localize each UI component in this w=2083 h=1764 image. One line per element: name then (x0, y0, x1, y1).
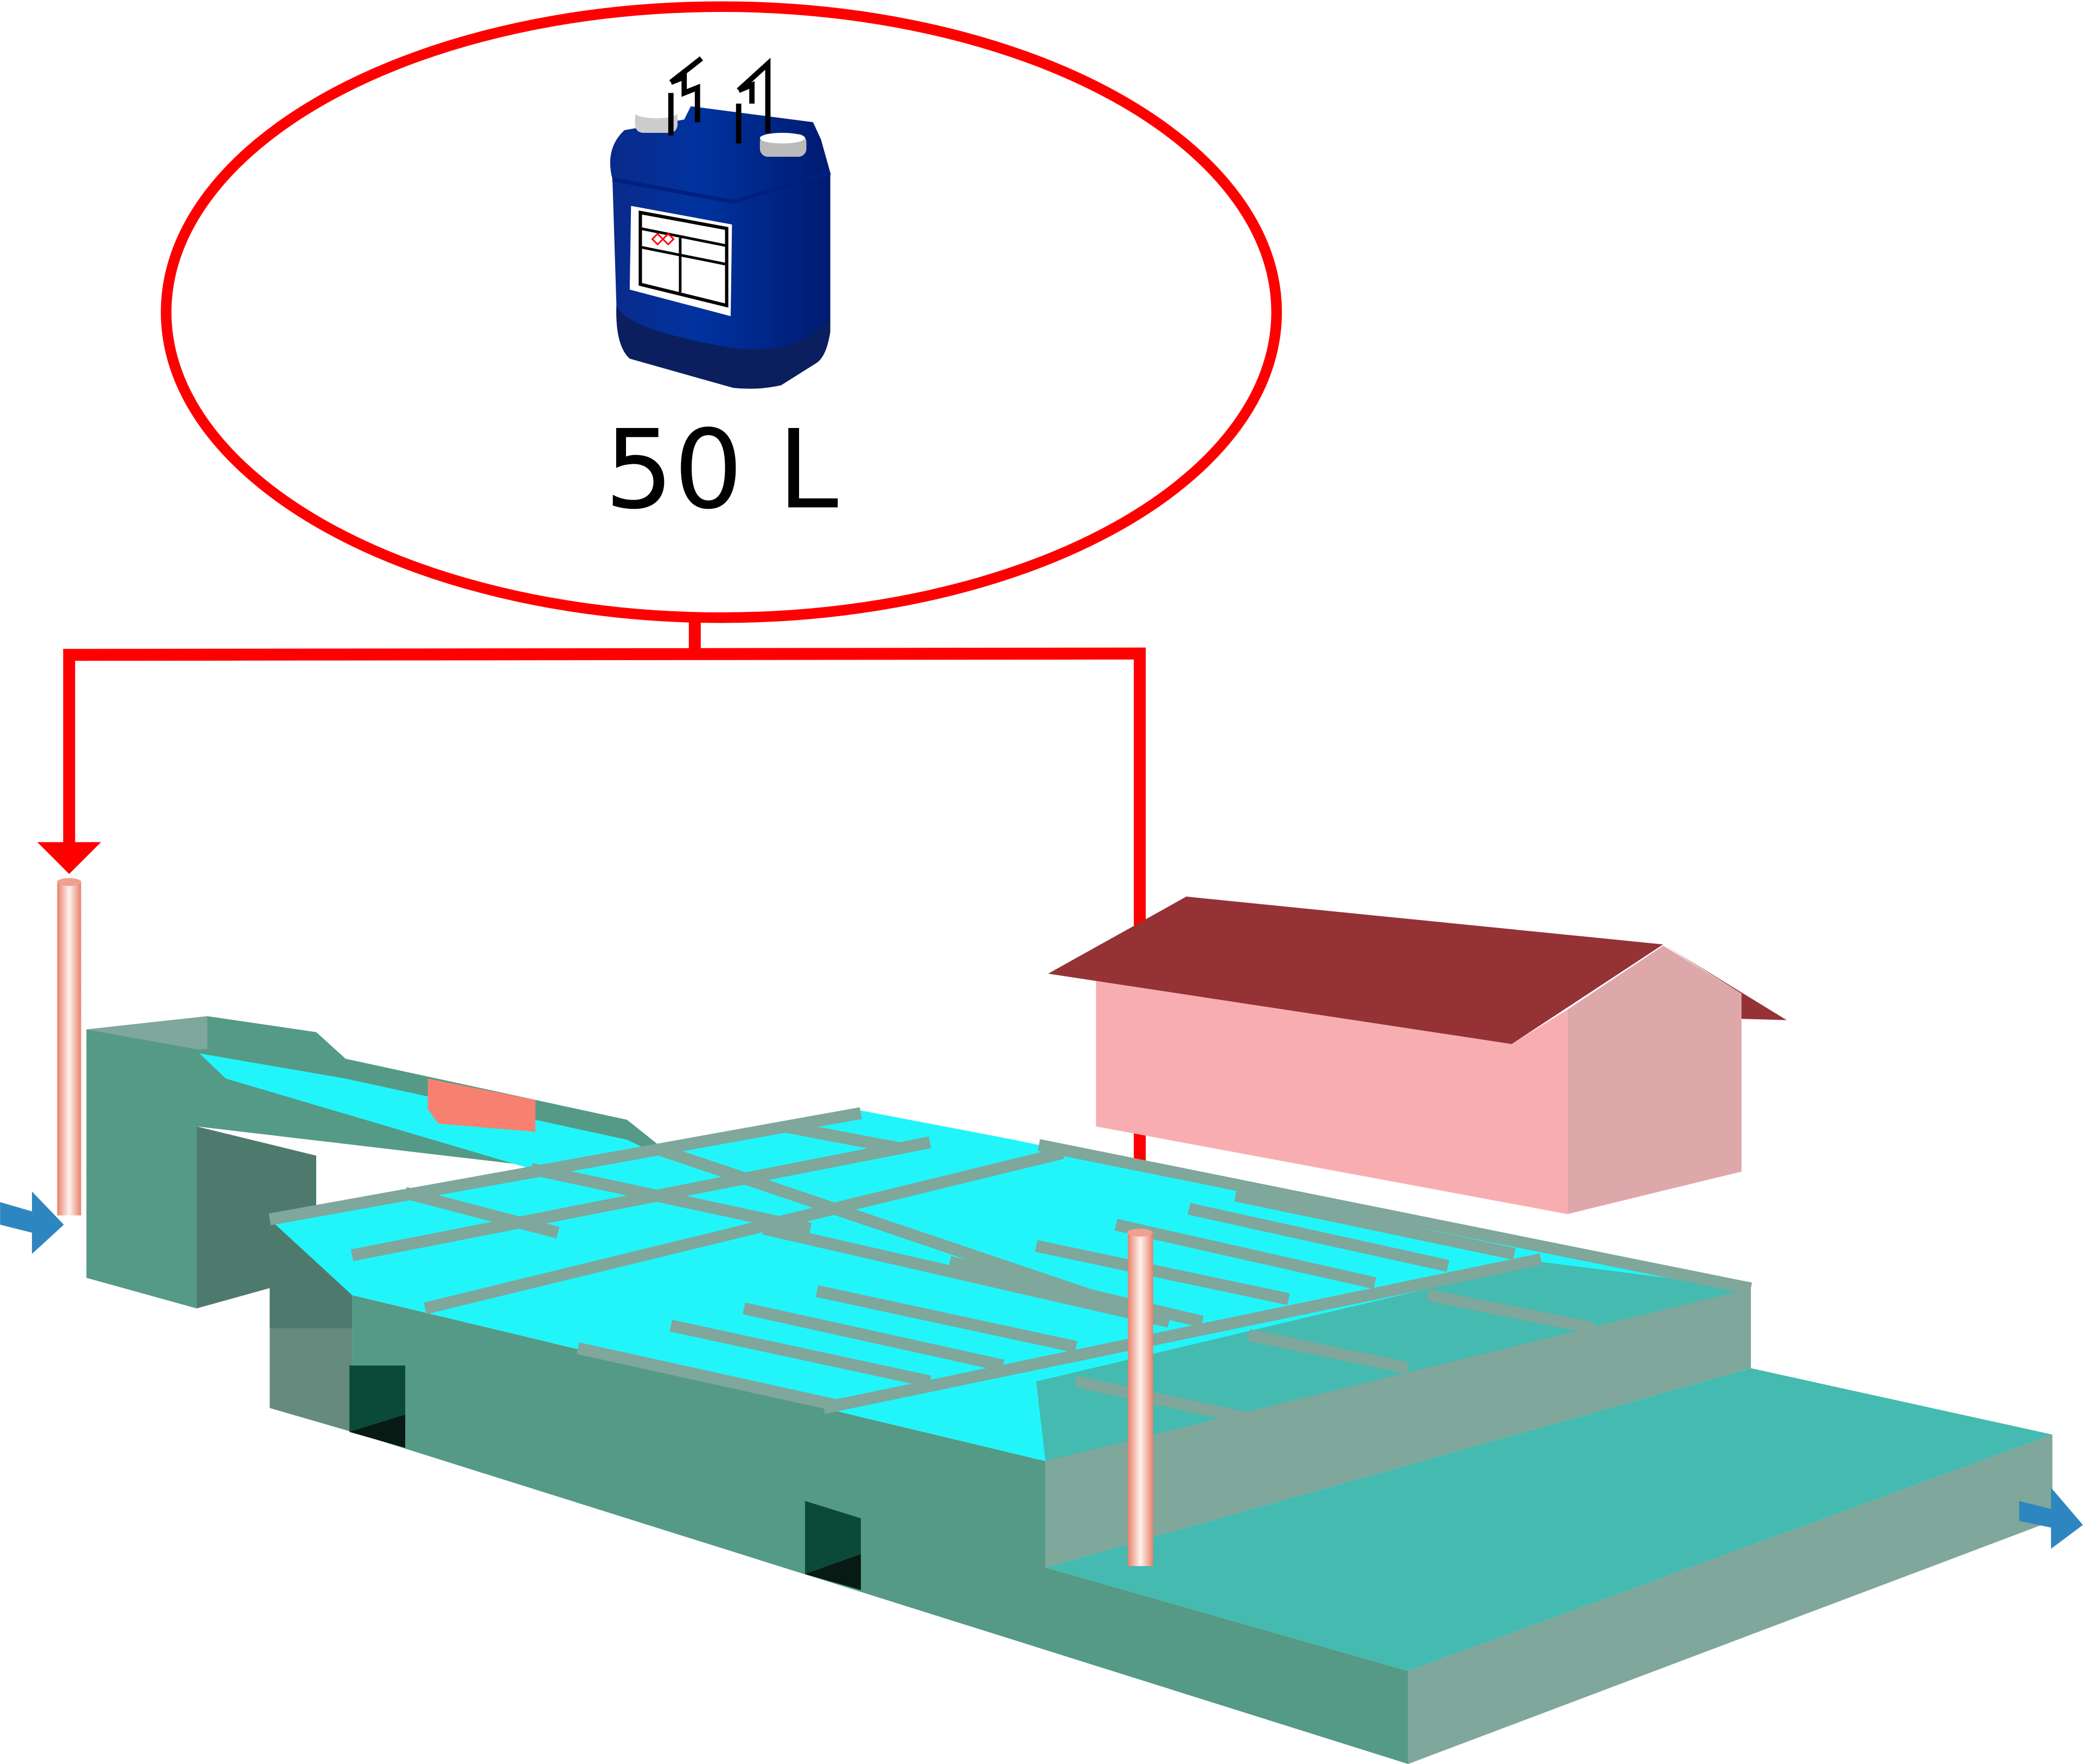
dosing-arrow-left (37, 842, 101, 874)
volume-label: 50 L (604, 407, 838, 533)
treatment-basin (269, 1107, 2053, 1764)
dosing-pipe-left (57, 880, 81, 1216)
dosing-callout-ellipse (161, 1, 1282, 623)
building (1048, 896, 1787, 1215)
outflow-arrow-icon (2019, 1487, 2083, 1549)
chemical-canister-icon (610, 56, 831, 389)
dosing-pipe-right (1128, 1231, 1153, 1567)
inflow-arrow-icon (0, 1191, 64, 1254)
